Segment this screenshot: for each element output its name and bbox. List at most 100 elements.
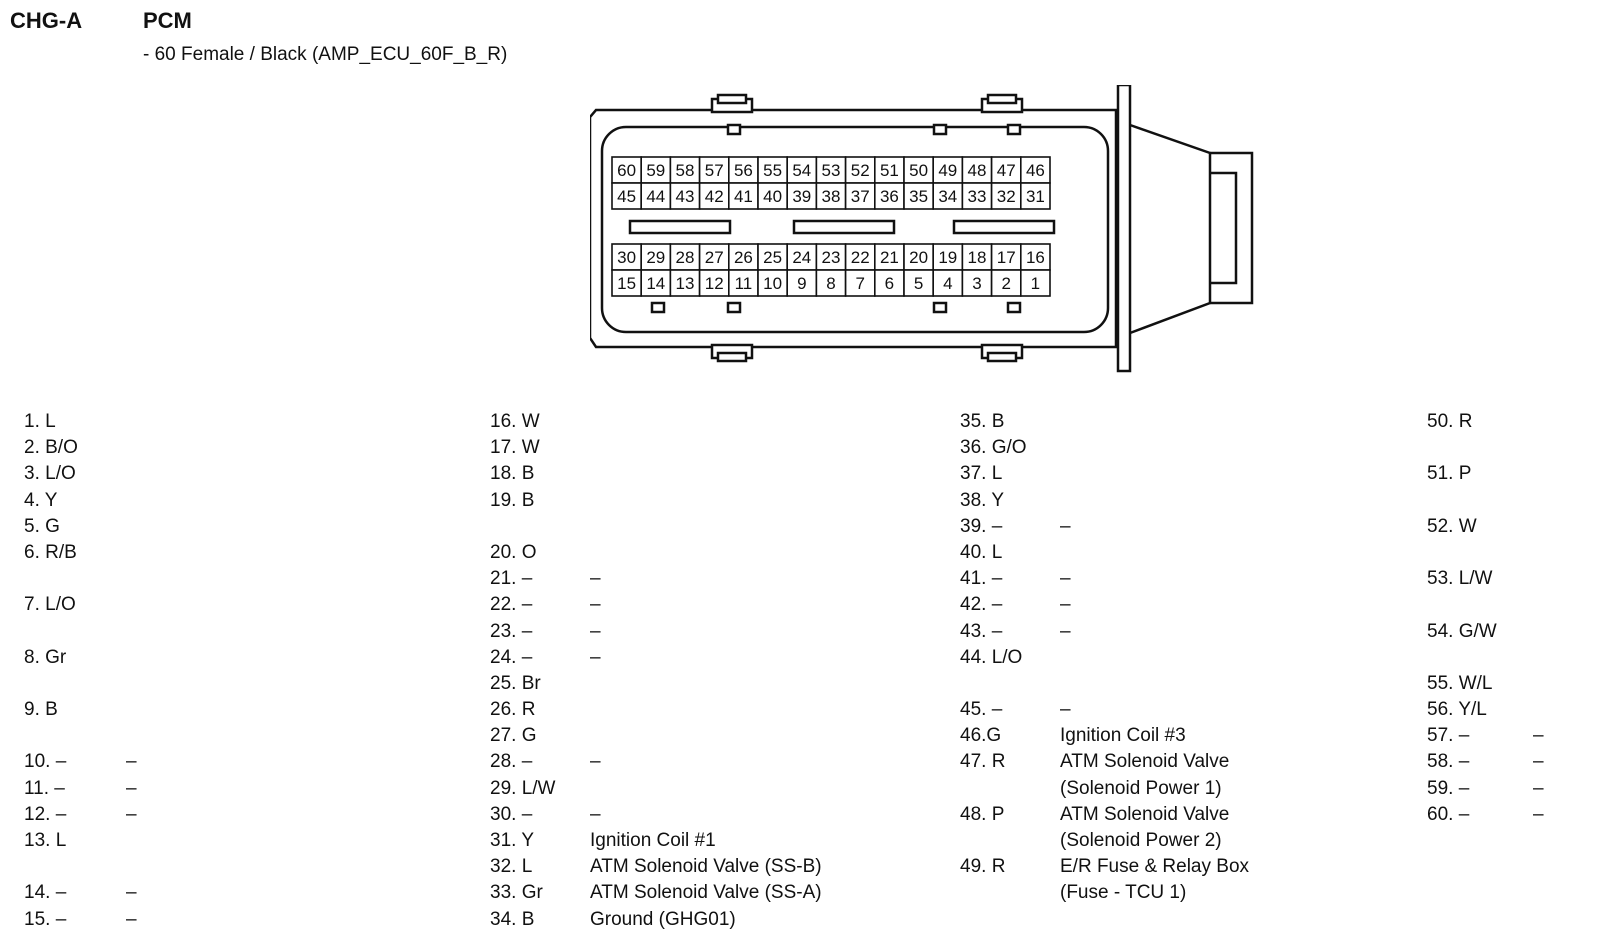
pin-wire-label: 35. B [960,411,1005,432]
pin-wire-label: 48. P [960,803,1005,825]
cavity-number: 2 [1001,274,1010,293]
pin-wire-label: 37. L [960,463,1003,485]
pin-description: Ignition Coil #3 [1060,725,1186,747]
cavity-cell [611,243,643,271]
pin-wire-label: 46.G [960,725,1002,747]
pin-description: E/R Fuse & Relay Box [1060,856,1250,878]
pin-description: – [590,646,601,668]
pin-description: (Solenoid Power 1) [1060,777,1222,799]
cavity-number: 37 [851,187,870,206]
cavity-cell [698,269,730,297]
cavity-number: 39 [792,187,811,206]
cavity-number: 57 [705,161,724,180]
cavity-number: 46 [1026,161,1045,180]
pin-wire-label: 18. B [490,463,535,485]
pin-wire-label: 23. – [490,620,533,642]
cavity-number: 59 [646,161,665,180]
cavity-cell [932,269,964,297]
cavity-number: 50 [909,161,928,180]
component-name: PCM [143,8,192,33]
cavity-number: 22 [851,248,870,267]
cavity-cell [990,182,1022,210]
cavity-cell [1019,269,1051,297]
pin-wire-label: 28. – [490,751,533,773]
cavity-number: 55 [763,161,782,180]
cavity-number: 17 [997,248,1016,267]
connector-id: CHG-A [10,8,83,33]
cavity-cell [1019,156,1051,184]
cavity-cell [757,269,789,297]
pin-wire-label: 17. W [490,437,540,459]
cavity-number: 27 [705,248,724,267]
cavity-number: 3 [972,274,981,293]
cavity-number: 36 [880,187,899,206]
cavity-number: 45 [617,187,636,206]
pin-wire-label: 38. Y [960,489,1005,511]
cavity-number: 40 [763,187,782,206]
cavity-cell [728,269,759,297]
cavity-cell [1019,243,1051,271]
cavity-cell [990,243,1022,271]
cavity-number: 56 [734,161,753,180]
pin-wire-label: 36. G/O [960,437,1027,459]
pin-wire-label: 56. Y/L [1427,699,1487,721]
cavity-cell [757,182,789,210]
pin-wire-label: 55. W/L [1427,672,1493,694]
cavity-number: 54 [792,161,811,180]
cavity-number: 51 [880,161,899,180]
pin-description: – [1060,699,1071,721]
pin-wire-label: 52. W [1427,515,1477,537]
pin-description: Ground (GHG01) [590,908,736,930]
cavity-cell [640,182,672,210]
cavity-number: 44 [646,187,665,206]
cavity-number: 12 [705,274,724,293]
pin-description: ATM Solenoid Valve [1060,751,1230,773]
pin-wire-label: 47. R [960,751,1006,773]
pin-description: ATM Solenoid Valve (SS-B) [590,856,822,878]
pin-wire-label: 19. B [490,489,535,511]
cavity-number: 60 [617,161,636,180]
cavity-number: 41 [734,187,753,206]
pin-description: – [590,803,601,825]
cavity-number: 4 [943,274,952,293]
pin-description: – [1060,568,1071,590]
cavity-number: 10 [763,274,782,293]
cavity-number: 29 [646,248,665,267]
pin-wire-label: 32. L [490,856,533,878]
pin-wire-label: 54. G/W [1427,620,1497,642]
cavity-number: 48 [968,161,987,180]
pin-wire-label: 1. L [24,411,56,432]
cavity-number: 15 [617,274,636,293]
cavity-cell [873,269,905,297]
cavity-number: 34 [938,187,957,206]
pin-wire-label: 57. – [1427,725,1470,747]
pin-wire-label: 43. – [960,620,1003,642]
pin-wire-label: 33. Gr [490,882,543,904]
cavity-cell [932,156,964,184]
pin-description: – [1060,594,1071,616]
pin-description: – [1533,725,1544,747]
cavity-number: 19 [938,248,957,267]
pin-wire-label: 41. – [960,568,1003,590]
pin-wire-label: 25. Br [490,672,541,694]
cavity-number: 33 [968,187,987,206]
cavity-number: 52 [851,161,870,180]
pin-wire-label: 14. – [24,882,67,904]
cavity-number: 6 [885,274,894,293]
cavity-number: 58 [676,161,695,180]
pin-wire-label: 8. Gr [24,646,67,668]
pin-description: – [1533,803,1544,825]
cavity-cell [903,269,935,297]
pin-description: – [126,882,137,904]
pin-description: – [126,751,137,773]
cavity-number: 31 [1026,187,1045,206]
cavity-number: 11 [735,274,753,293]
pin-wire-label: 3. L/O [24,463,76,485]
cavity-cell [1019,182,1051,210]
pin-wire-label: 11. – [24,777,65,799]
cavity-number: 23 [822,248,841,267]
pin-wire-label: 30. – [490,803,533,825]
cavity-number: 21 [880,248,899,267]
pin-wire-label: 49. R [960,856,1006,878]
cavity-number: 53 [822,161,841,180]
